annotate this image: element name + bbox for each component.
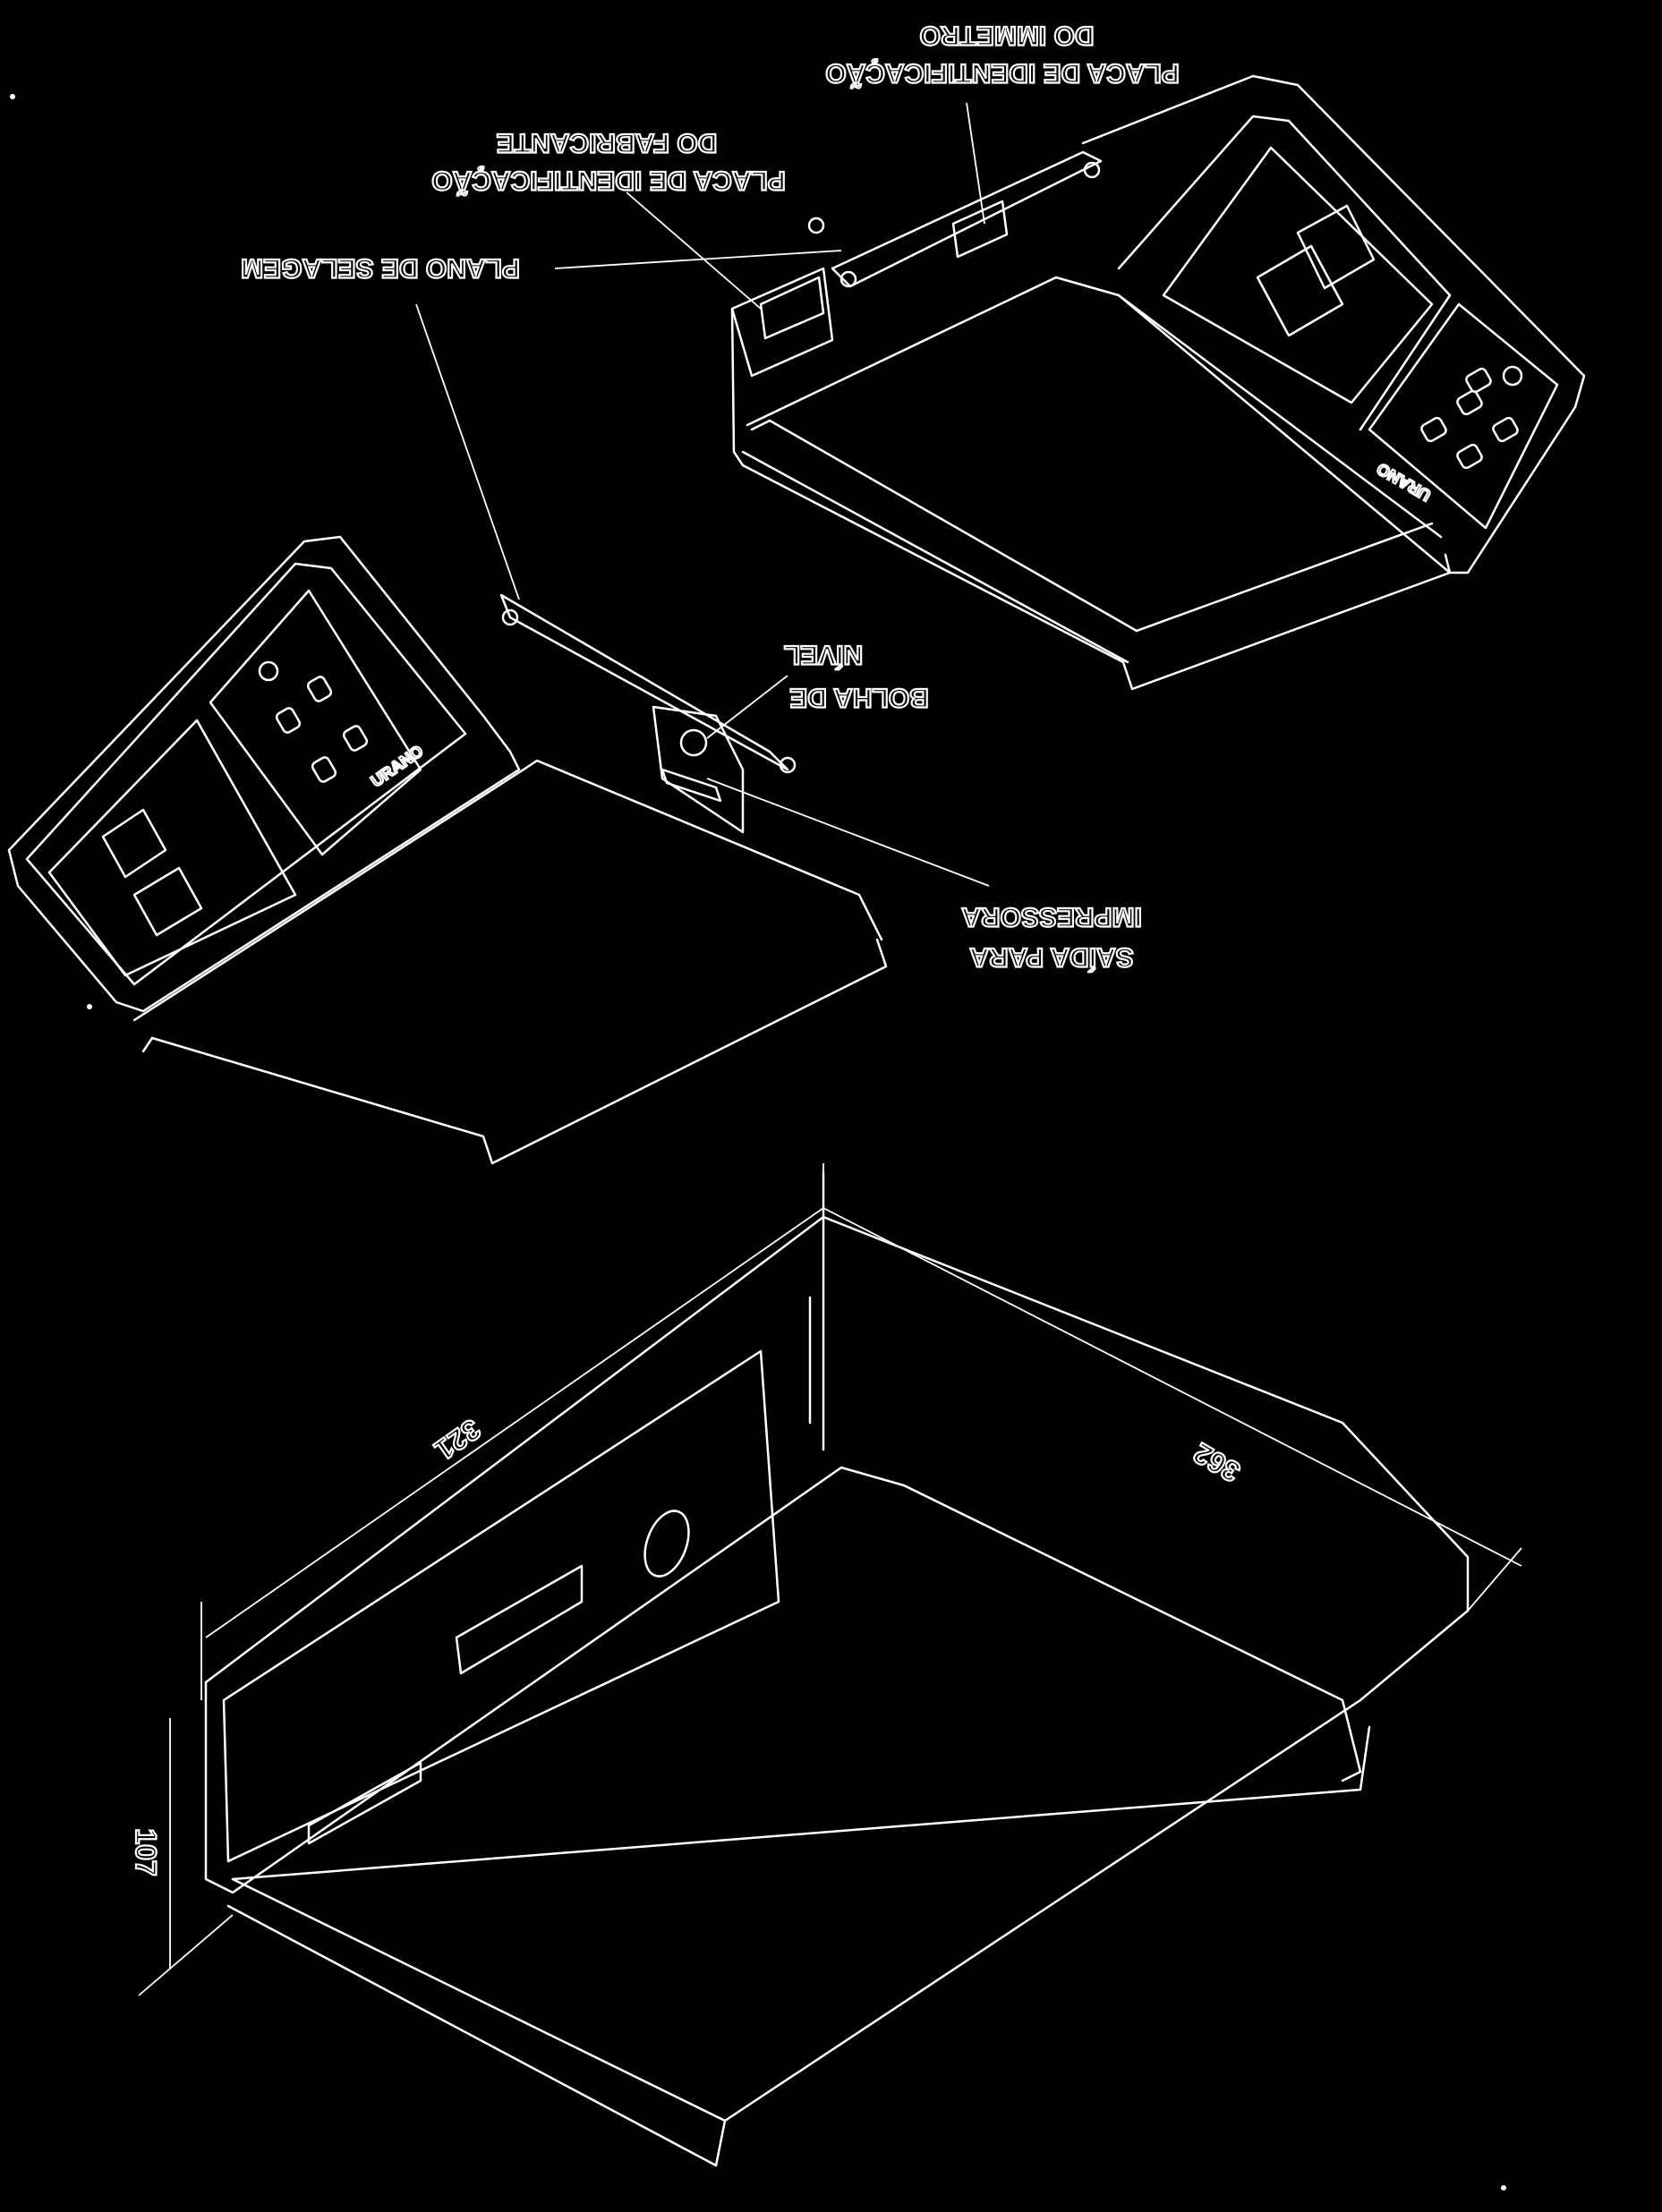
display-digit-1: [1256, 244, 1344, 337]
rear-block: [730, 267, 834, 378]
seal-screw-1: [807, 217, 825, 234]
label-selagem: PLANO DE SELAGEM: [241, 253, 520, 283]
keypad-key-5: [1465, 367, 1492, 394]
label-bolha-1: NÍVEL: [784, 640, 863, 670]
platform-corner-2: [141, 1036, 154, 1053]
sealing-rail: [831, 150, 1103, 288]
keypad-key-6: [306, 676, 333, 702]
printer-port: [661, 768, 722, 803]
dim-tick-right: [1467, 1547, 1522, 1612]
keypad-key-8: [342, 725, 369, 752]
dim-line-width: [205, 1207, 824, 1638]
dim-tick-bottom: [138, 1914, 234, 1996]
scale-view-bottom: [138, 1163, 1522, 2167]
keypad-panel-2: [209, 589, 422, 856]
keypad-key-1: [1420, 416, 1447, 443]
label-fabricante-2: PLACA DE IDENTIFICAÇÃO: [431, 166, 786, 196]
leader-impressora: [706, 778, 990, 887]
seal-screw-5: [779, 756, 797, 774]
leader-imetro: [966, 102, 985, 225]
labels: DO IMMETRO PLACA DE IDENTIFICAÇÃO DO FAB…: [129, 20, 1247, 1877]
platform-front-edge: [741, 450, 1129, 664]
label-imetro-2: PLACA DE IDENTIFICAÇÃO: [825, 58, 1180, 89]
sealing-rail-2: [499, 593, 789, 771]
leader-fabricante: [626, 191, 762, 310]
label-impressora-2: SAÍDA PARA: [969, 942, 1133, 973]
speck-2: [87, 1004, 92, 1009]
keypad-panel: [1368, 302, 1559, 530]
platform-top-edge: [746, 276, 1443, 539]
bubble-level: [679, 728, 708, 757]
platform-right-3: [231, 1725, 1371, 1881]
rear-block-2: [652, 705, 745, 834]
keypad-key-3: [1456, 443, 1483, 470]
platform-lower-3: [226, 1904, 718, 2167]
display-bezel-3: [222, 1349, 780, 1863]
platform-outline: [730, 307, 1452, 691]
display-window: [1162, 146, 1434, 404]
indicator-lamp-3: [643, 1510, 690, 1578]
imetro-plate: [951, 200, 1009, 259]
label-bolha-2: BOLHA DE: [789, 683, 929, 712]
label-fabricante-1: DO FABRICANTE: [497, 128, 718, 157]
seal-screw-3: [1083, 161, 1101, 179]
platform-outline-2: [150, 938, 888, 1165]
dim-line-depth: [822, 1207, 1522, 1567]
display-bezel: [1117, 115, 1452, 431]
dim-width-label: 321: [429, 1413, 486, 1467]
leader-bolha: [706, 675, 788, 739]
seal-screw-4: [501, 608, 519, 626]
brand-logo-1: URANO: [1374, 460, 1434, 505]
keypad-power-2: [258, 660, 279, 682]
display-digit-5: [307, 1761, 422, 1845]
head-housing-2: [7, 535, 521, 1013]
keypad-power-1: [1502, 365, 1523, 387]
display-digit-2: [1296, 204, 1376, 290]
leader-selagem-2: [415, 303, 520, 600]
leader-selagem-1: [554, 250, 842, 269]
display-digit-6: [455, 1564, 584, 1675]
label-impressora-1: IMPRESSORA: [961, 902, 1142, 932]
head-body-3: [204, 1466, 1362, 1894]
fabricante-plate: [759, 276, 825, 340]
display-window-2: [47, 719, 297, 977]
speck-3: [1501, 2185, 1506, 2191]
platform-top-edge-2: [132, 759, 883, 1022]
label-imetro-1: DO IMMETRO: [920, 21, 1095, 50]
platform-rim: [750, 419, 1434, 633]
keypad-key-7: [275, 707, 302, 734]
dim-height-label: 107: [130, 1828, 162, 1876]
platform-front-3: [231, 1877, 727, 2167]
keypad-key-2: [1456, 389, 1483, 416]
head-housing: [1081, 74, 1586, 574]
scale-view-left: URANO: [7, 303, 990, 1165]
keypad-key-4: [1492, 416, 1519, 443]
display-digit-3: [101, 808, 167, 879]
speck-1: [10, 94, 15, 99]
display-digit-4: [132, 866, 203, 937]
dim-depth-label: 362: [1188, 1437, 1245, 1489]
seal-screw-2: [840, 270, 857, 288]
scale-view-top-right: URANO: [554, 74, 1586, 691]
keypad-key-9: [311, 756, 337, 783]
